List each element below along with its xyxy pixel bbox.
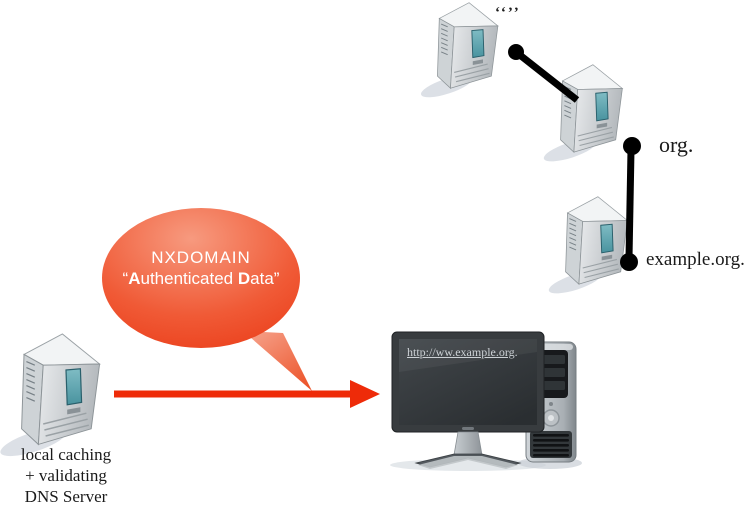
bold-a: A	[128, 269, 141, 288]
query-arrow	[114, 380, 380, 408]
bubble-line-authenticated-data: “Authenticated Data”	[122, 269, 280, 288]
resolver-label: local caching + validating DNS Server	[1, 444, 131, 507]
resolver-server-icon	[0, 333, 101, 463]
org-zone-label: org.	[659, 132, 694, 157]
org-example-connector	[625, 149, 635, 259]
browser-url-text: http://ww.example.org.	[407, 345, 518, 360]
client-computer-icon	[390, 331, 582, 471]
example-zone-label: example.org.	[646, 249, 745, 270]
speech-bubble-text: NXDOMAIN “Authenticated Data”	[101, 247, 301, 289]
root-server-icon	[418, 2, 499, 103]
example-node-dot	[620, 253, 638, 271]
monitor-screen	[399, 339, 537, 425]
root-zone-label: ‘‘’’	[495, 5, 521, 21]
query-arrow-head	[350, 380, 380, 408]
speech-bubble	[102, 208, 312, 391]
resolver-label-line2: + validating	[25, 466, 107, 485]
root-node-dot	[508, 44, 524, 60]
url-underlined: http://ww.example.org	[407, 345, 515, 359]
bold-d: D	[237, 269, 251, 288]
speech-bubble-body	[102, 208, 300, 348]
bubble-line-nxdomain: NXDOMAIN	[151, 248, 251, 267]
monitor	[391, 331, 545, 469]
org-node-dot	[623, 137, 641, 155]
speech-bubble-tail	[243, 331, 312, 391]
resolver-label-line3: DNS Server	[24, 487, 108, 506]
url-period: .	[514, 345, 518, 359]
example-server-icon	[545, 196, 628, 299]
root-org-connector	[513, 49, 580, 103]
monitor-stand-neck	[453, 431, 483, 456]
monitor-logo	[462, 427, 474, 430]
resolver-label-line1: local caching	[20, 445, 112, 464]
